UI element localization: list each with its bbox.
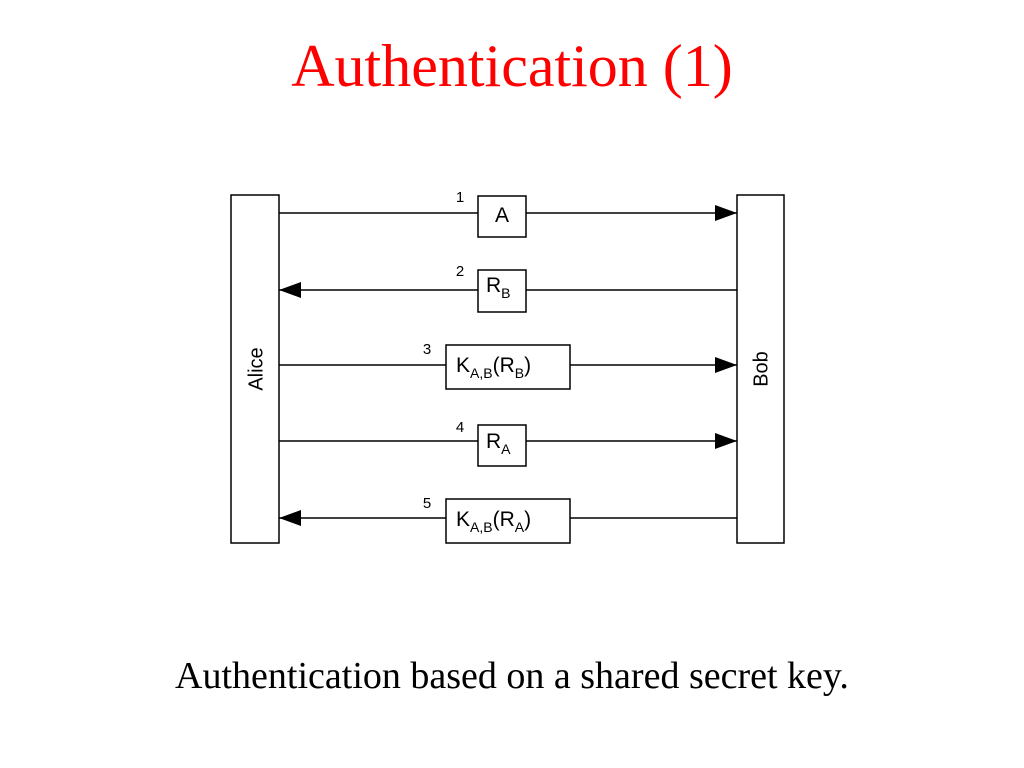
- alice-label: Alice: [245, 347, 267, 390]
- message-box: [445, 344, 571, 390]
- message-step-number: 2: [456, 263, 464, 280]
- message-step-number: 4: [456, 419, 464, 436]
- message-step-number: 1: [456, 189, 464, 206]
- message-label: KA,B(RB): [456, 354, 531, 381]
- message-5: 5 KA,B(RA): [279, 495, 737, 544]
- message-box: [477, 195, 527, 238]
- bob-lifeline: Bob: [736, 194, 785, 544]
- message-2: 2 RB: [279, 263, 737, 313]
- message-label: RB: [486, 274, 511, 301]
- message-step-number: 5: [423, 495, 431, 512]
- message-box: [477, 269, 527, 313]
- message-label: A: [495, 204, 509, 227]
- slide-title: Authentication (1): [291, 33, 733, 99]
- bob-label: Bob: [750, 351, 772, 387]
- alice-lifeline: Alice: [230, 194, 280, 544]
- message-1: 1 A: [279, 189, 737, 238]
- message-4: 4 RA: [279, 419, 737, 467]
- message-label: RA: [486, 430, 511, 457]
- message-box: [477, 424, 527, 467]
- message-step-number: 3: [423, 341, 431, 358]
- message-box: [445, 498, 571, 544]
- message-3: 3 KA,B(RB): [279, 341, 737, 390]
- slide-caption: Authentication based on a shared secret …: [175, 655, 849, 697]
- message-label: KA,B(RA): [456, 508, 531, 535]
